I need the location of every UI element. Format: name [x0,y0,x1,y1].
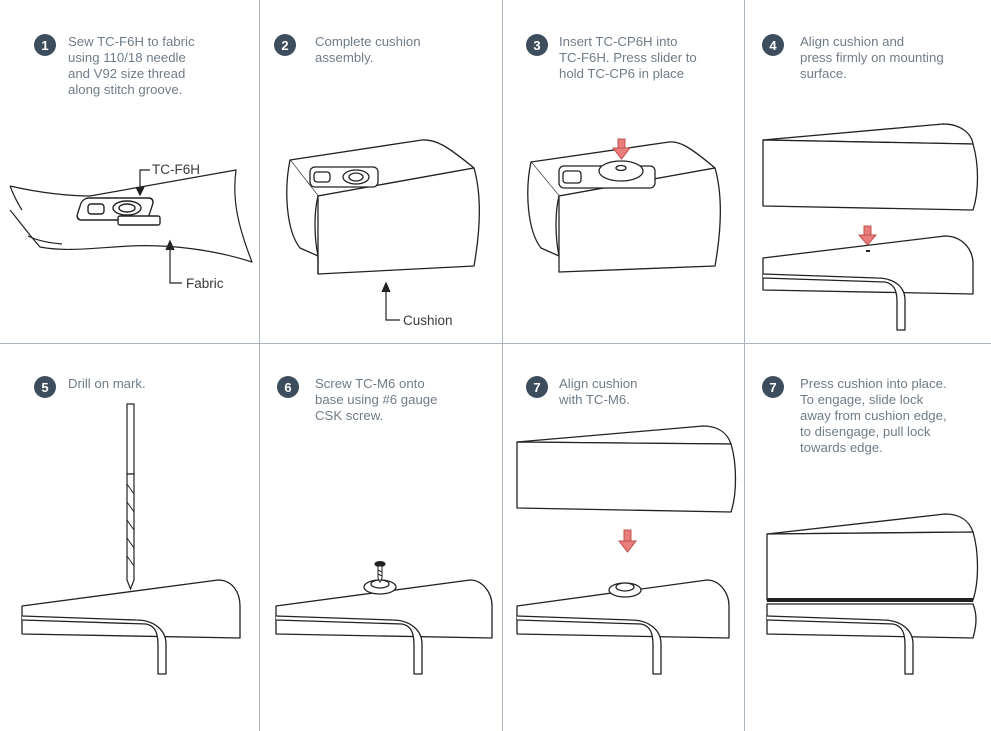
press-illustration [745,344,991,731]
arrow-icon [859,226,876,245]
align-illustration [745,0,991,343]
callout-cushion: Cushion [403,313,453,328]
callout-fabric: Fabric [186,276,224,291]
fastener-part [76,198,160,225]
fabric-illustration [0,0,259,343]
arrow-icon [619,530,636,552]
insert-illustration [503,0,744,343]
cushion-illustration [260,0,502,343]
align-mount-illustration [503,344,744,731]
callout-fastener: TC-F6H [152,162,200,177]
drill-bit [127,404,134,589]
screw-illustration [260,344,502,731]
screw-icon [375,562,385,583]
mount-disc [609,583,641,597]
drill-illustration [0,344,259,731]
